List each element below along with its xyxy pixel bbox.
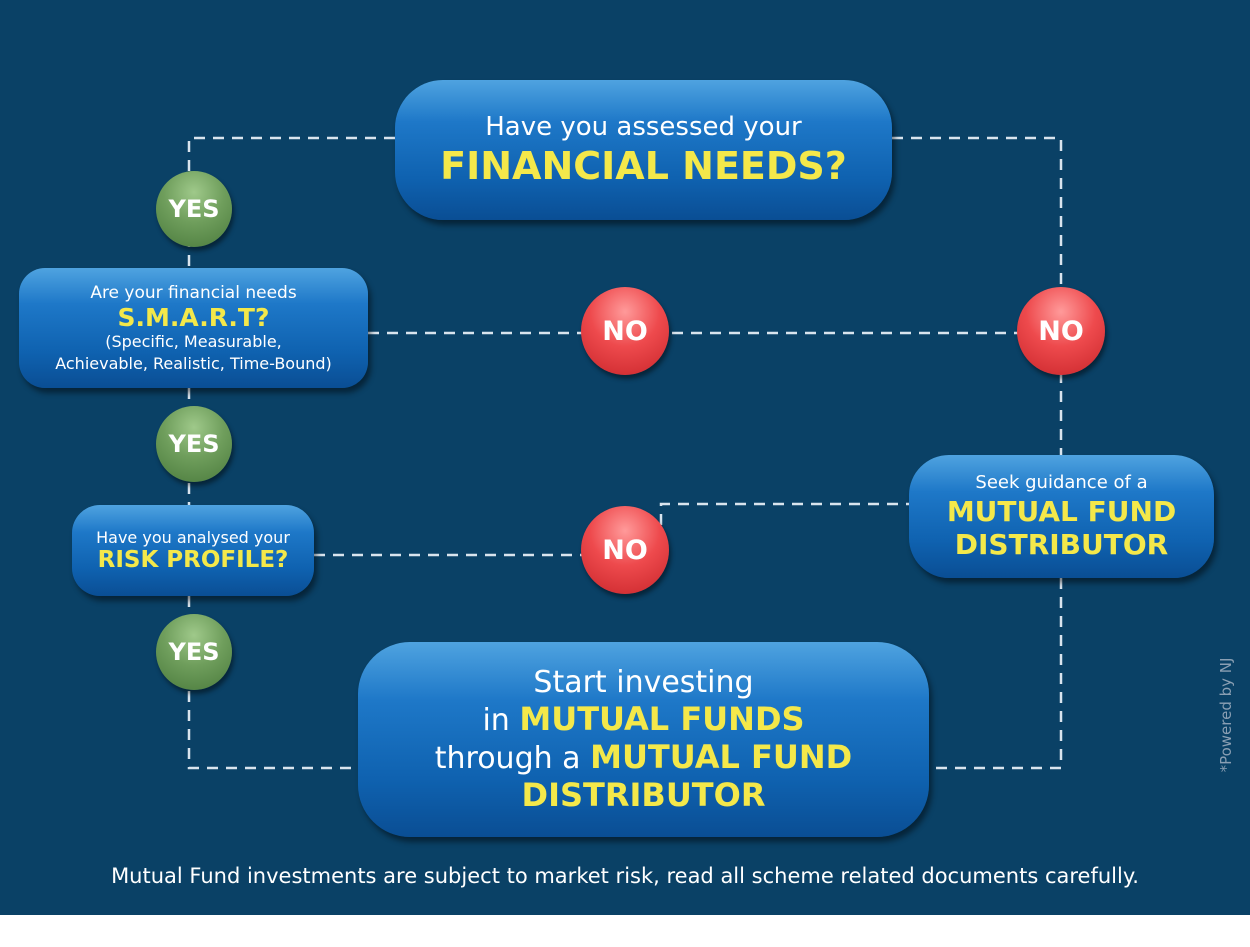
- distributor-highlight-1: MUTUAL FUND: [946, 495, 1177, 528]
- node-distributor: Seek guidance of a MUTUAL FUND DISTRIBUT…: [909, 455, 1214, 578]
- smart-detail-2: Achievable, Realistic, Time-Bound): [55, 354, 332, 373]
- powered-by-text: *Powered by NJ: [1217, 657, 1235, 773]
- node-smart: Are your financial needs S.M.A.R.T? (Spe…: [19, 268, 368, 388]
- node-risk-profile: Have you analysed your RISK PROFILE?: [72, 505, 314, 596]
- start-investing-mutual-fund: MUTUAL FUND: [590, 738, 853, 776]
- yes-badge-smart: YES: [156, 406, 232, 482]
- smart-question: Are your financial needs: [90, 283, 297, 303]
- start-investing-line-3: through a MUTUAL FUND: [435, 738, 852, 776]
- start-investing-in: in: [482, 703, 510, 738]
- financial-needs-highlight: FINANCIAL NEEDS?: [440, 144, 847, 188]
- start-investing-line-2: in MUTUAL FUNDS: [482, 700, 804, 738]
- yes-badge-risk: YES: [156, 614, 232, 690]
- flowchart-canvas: Have you assessed your FINANCIAL NEEDS? …: [0, 0, 1250, 915]
- no-badge-smart: NO: [581, 287, 669, 375]
- distributor-question: Seek guidance of a: [975, 472, 1148, 493]
- smart-highlight: S.M.A.R.T?: [117, 303, 270, 332]
- risk-profile-highlight: RISK PROFILE?: [97, 547, 289, 573]
- smart-detail-1: (Specific, Measurable,: [105, 332, 282, 351]
- start-investing-mutual-funds: MUTUAL FUNDS: [519, 700, 805, 738]
- connector-distributor-to-start: [929, 578, 1063, 770]
- connector-financial-to-no-right: [892, 136, 1063, 288]
- disclaimer-text: Mutual Fund investments are subject to m…: [111, 864, 1139, 888]
- risk-profile-question: Have you analysed your: [96, 528, 290, 547]
- start-investing-distributor: DISTRIBUTOR: [521, 776, 766, 814]
- financial-needs-question: Have you assessed your: [485, 112, 802, 142]
- node-financial-needs: Have you assessed your FINANCIAL NEEDS?: [395, 80, 892, 220]
- connector-no-to-distributor: [659, 502, 909, 525]
- no-badge-risk: NO: [581, 506, 669, 594]
- start-investing-line-1: Start investing: [533, 665, 754, 700]
- node-start-investing: Start investing in MUTUAL FUNDS through …: [358, 642, 929, 837]
- yes-badge-financial: YES: [156, 171, 232, 247]
- no-badge-financial: NO: [1017, 287, 1105, 375]
- start-investing-through: through a: [434, 741, 581, 776]
- distributor-highlight-2: DISTRIBUTOR: [954, 528, 1169, 561]
